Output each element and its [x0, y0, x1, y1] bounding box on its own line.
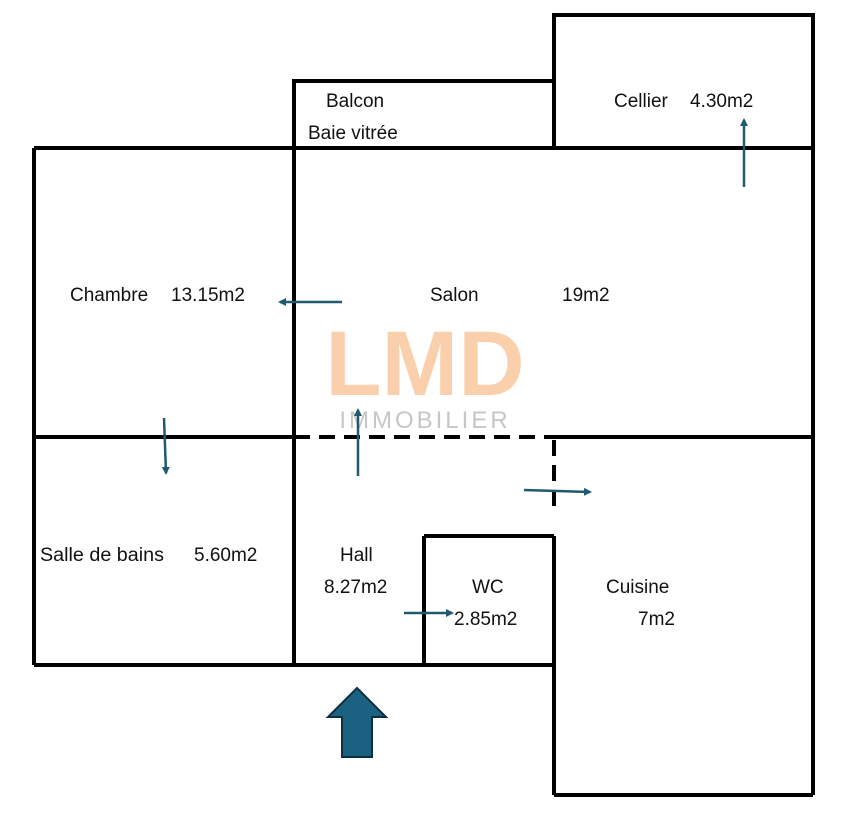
cellier-area: 4.30m2	[690, 91, 753, 112]
wc-label: WC	[472, 577, 504, 598]
watermark-logo-text: LMD	[325, 313, 524, 415]
entrance-arrow-icon	[325, 686, 389, 758]
door-arrow-icon	[161, 417, 170, 475]
salle-de-bains-label: Salle de bains	[40, 545, 164, 566]
salle-de-bains-area: 5.60m2	[194, 545, 257, 566]
cellier-label: Cellier	[614, 91, 669, 112]
watermark-logo: LMD IMMOBILIER	[325, 313, 524, 434]
salon-area: 19m2	[562, 285, 610, 306]
balcon-note: Baie vitrée	[308, 123, 398, 144]
chambre-label: Chambre	[70, 285, 148, 306]
hall-label: Hall	[340, 545, 373, 566]
balcon-label: Balcon	[326, 91, 384, 112]
cellier-wall	[552, 13, 815, 150]
chambre-area: 13.15m2	[171, 285, 245, 306]
hall-area: 8.27m2	[324, 577, 387, 598]
salon-label: Salon	[430, 285, 479, 306]
watermark-subtitle: IMMOBILIER	[339, 407, 510, 434]
cuisine-area: 7m2	[638, 609, 675, 630]
wc-area: 2.85m2	[454, 609, 517, 630]
door-arrow-icon	[523, 487, 592, 496]
walls	[32, 13, 815, 797]
cuisine-label: Cuisine	[606, 577, 669, 598]
